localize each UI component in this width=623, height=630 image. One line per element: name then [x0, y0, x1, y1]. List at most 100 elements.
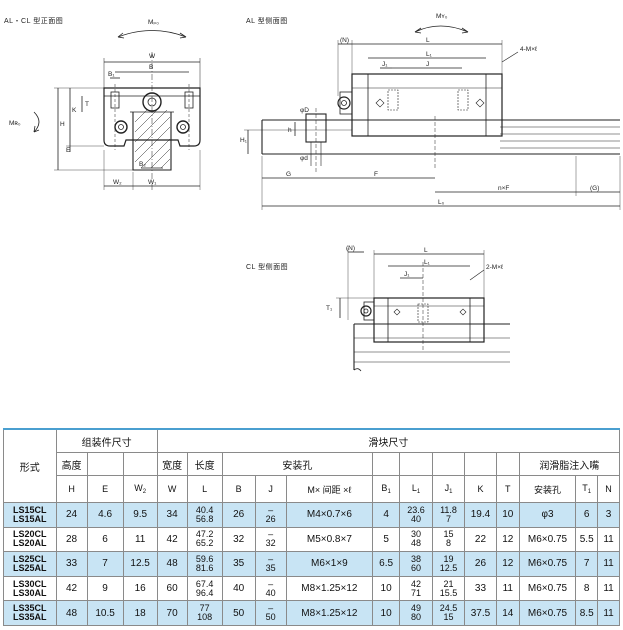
cell-B1: 5: [372, 526, 401, 553]
front-view-drawing: Mₚ₀ Mʀ₀ W B B₁ T K H E B₂ W₂ W₁: [9, 19, 201, 192]
cell-K: 33: [463, 575, 497, 602]
cell-E: 4.6: [86, 502, 124, 528]
header-mount-holes: 安装孔: [221, 452, 374, 476]
col-B: B: [221, 475, 256, 503]
col-L: L: [186, 475, 223, 503]
cell-N: 11: [597, 575, 620, 602]
col-E: E: [86, 475, 124, 503]
cell-T1: 8.5: [575, 600, 599, 626]
cell-N: 11: [597, 600, 620, 626]
cell-T: 14: [495, 600, 520, 626]
cell-B: 26: [221, 502, 256, 528]
cell-B: 35: [221, 551, 256, 577]
cell-K: 22: [463, 526, 497, 553]
col-K: K: [463, 475, 497, 503]
al-moment-arrow: [414, 25, 469, 33]
al-dim-L1-label: L₁: [426, 51, 433, 58]
cell-T: 11: [495, 575, 520, 602]
cell-B1: 10: [372, 600, 401, 626]
al-dim-F-label: F: [374, 171, 378, 178]
header-W2-spacer: [122, 452, 158, 476]
dim-E-label: E: [66, 147, 71, 154]
cell-nipple: M6×0.75: [518, 600, 577, 626]
cl-dim-J1-label: J₁: [404, 271, 410, 278]
cl-dim-N-label: (N): [346, 245, 355, 252]
rail-hatch: [134, 109, 171, 169]
cell-E: 9: [86, 575, 124, 602]
header-group-block: 滑块尺寸: [156, 428, 621, 453]
block-outline: [103, 87, 201, 147]
table-header-row-3: H E W2 W L B J M× 间距 ×ℓ B1 L1 J1 K T 安装孔…: [4, 475, 620, 503]
al-dim-L0-label: L₀: [438, 199, 445, 206]
cell-J: –40: [254, 575, 287, 602]
cell-M: M8×1.25×12: [285, 600, 374, 626]
table-header-row-1: 形式 组装件尺寸 滑块尺寸: [3, 428, 621, 503]
dim-B2-label: B₂: [139, 161, 146, 168]
header-height: 高度: [55, 452, 88, 476]
cell-J: –50: [254, 600, 287, 626]
front-moment-left-label: Mʀ₀: [9, 120, 21, 127]
header-K-spacer: [463, 452, 497, 476]
al-end-seal: [339, 91, 353, 115]
cell-E: 10.5: [86, 600, 124, 626]
cell-M: M4×0.7×6: [285, 502, 374, 528]
dim-B1-label: B₁: [108, 71, 115, 78]
dim-W-label: W: [149, 53, 156, 60]
al-dim-h-label: h: [288, 127, 292, 134]
cl-side-view-drawing: (N) L L₁ J₁ 2-M×ℓ T₁: [326, 245, 510, 372]
cell-H: 33: [55, 551, 88, 577]
table-header-row-2: 高度 宽度 长度 安装孔 润滑脂注入嘴: [4, 452, 621, 476]
cell-T1: 5.5: [575, 526, 599, 553]
col-T: T: [495, 475, 520, 503]
al-dim-phid-label: φd: [300, 155, 308, 162]
cl-dim-L1-label: L₁: [424, 259, 431, 266]
cell-nipple: M6×0.75: [518, 526, 577, 553]
cell-W: 60: [156, 575, 188, 602]
col-H: H: [55, 475, 88, 503]
col-L1: L1: [399, 475, 434, 503]
al-dim-J-label: J: [426, 61, 429, 68]
cell-T: 10: [495, 502, 520, 528]
cell-H: 48: [55, 600, 88, 626]
al-block-outline: [351, 73, 503, 137]
cell-K: 19.4: [463, 502, 497, 528]
header-E-spacer: [86, 452, 124, 476]
cell-N: 11: [597, 551, 620, 577]
cell-B: 32: [221, 526, 256, 553]
header-B1-spacer: [372, 452, 401, 476]
cl-dim-L-label: L: [424, 247, 428, 254]
cell-nipple: M6×0.75: [518, 551, 577, 577]
col-B1: B1: [372, 475, 401, 503]
cell-W: 34: [156, 502, 188, 528]
moment-arrow-top: [117, 30, 187, 38]
cell-B: 50: [221, 600, 256, 626]
cl-end-seal: [363, 301, 375, 321]
header-J1-spacer: [432, 452, 465, 476]
al-dim-nF-label: n×F: [498, 185, 509, 192]
cell-J: –35: [254, 551, 287, 577]
col-W2: W2: [122, 475, 158, 503]
cl-dim-T1-label: T₁: [326, 305, 333, 312]
al-dim-L-label: L: [426, 37, 430, 44]
col-nipple-hole: 安装孔: [518, 475, 577, 503]
cell-J: –26: [254, 502, 287, 528]
col-J: J: [254, 475, 287, 503]
cell-E: 7: [86, 551, 124, 577]
cell-N: 3: [597, 502, 620, 528]
cell-H: 28: [55, 526, 88, 553]
cell-W2: 12.5: [122, 551, 158, 577]
al-hole-label: 4-M×ℓ: [520, 46, 538, 53]
cell-W2: 18: [122, 600, 158, 626]
cell-W2: 16: [122, 575, 158, 602]
